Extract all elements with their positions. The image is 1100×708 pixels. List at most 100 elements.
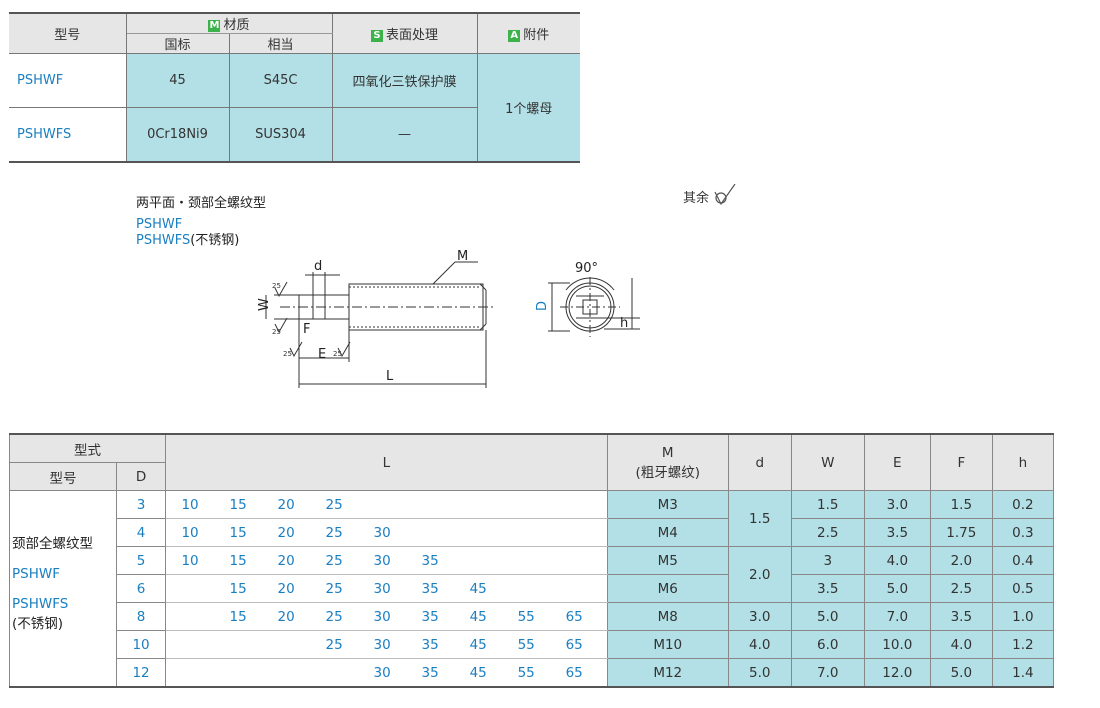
L-value [214, 630, 263, 659]
group-model-1: PSHWF [12, 565, 60, 582]
label-W: W [257, 298, 272, 311]
model-cell: PSHWFS [9, 107, 127, 162]
L-value: 15 [214, 574, 263, 603]
screw-drawing: d M F E L 90° h W D 25 25 25 25 [257, 249, 640, 388]
L-value: 10 [166, 518, 215, 547]
L-value: 15 [214, 602, 263, 631]
model-line-1: PSHWF [136, 217, 183, 232]
L-value: 35 [406, 658, 455, 688]
L-value: 35 [406, 630, 455, 659]
table-row: 10 25 30 35 45 55 65 M10 4.0 6.0 10.0 4.… [10, 630, 1055, 659]
L-value: 65 [550, 658, 599, 688]
L-value [262, 630, 311, 659]
L-value: 30 [358, 658, 407, 688]
L-value: 35 [406, 546, 455, 575]
L-value: 45 [454, 574, 503, 603]
M-cell: M10 [606, 630, 729, 659]
F-cell: 5.0 [929, 658, 993, 688]
L-value [550, 574, 599, 603]
d-header: d [727, 433, 792, 491]
material-badge: M [208, 19, 221, 32]
d-cell: 1.5 [727, 490, 792, 547]
D-cell: 6 [116, 574, 167, 603]
model-line-2: PSHWFS(不锈钢) [136, 233, 239, 248]
D-cell: 4 [116, 518, 167, 547]
M-cell: M5 [606, 546, 729, 575]
L-value [454, 518, 503, 547]
label-D: D [535, 301, 550, 311]
L-value [166, 658, 215, 688]
L-value [406, 490, 455, 519]
L-value [550, 490, 599, 519]
L-value [502, 518, 551, 547]
accessory-label: 附件 [523, 28, 550, 43]
F-cell: 2.5 [929, 574, 993, 603]
label-L: L [386, 369, 394, 384]
table-row: 12 30 35 45 55 65 M12 5.0 7.0 12.0 5.0 1… [10, 658, 1055, 688]
L-value [550, 518, 599, 547]
d-cell: 3.0 [727, 602, 792, 631]
L-value: 10 [166, 546, 215, 575]
L-value: 30 [358, 546, 407, 575]
surface-roughness-icon [714, 183, 736, 206]
h-cell: 1.2 [991, 630, 1055, 659]
surface-cell: 四氧化三铁保护膜 [331, 53, 478, 108]
D-header: D [116, 462, 167, 491]
L-value: 10 [166, 490, 215, 519]
L-value: 30 [358, 574, 407, 603]
E-cell: 10.0 [863, 630, 931, 659]
surface-cell: — [331, 107, 478, 162]
D-cell: 10 [116, 630, 167, 659]
W-cell: 1.5 [790, 490, 865, 519]
table-row: 4 10 15 20 25 30 M4 2.5 3.5 1.75 0.3 [10, 518, 1055, 547]
accessory-cell: 1个螺母 [476, 53, 580, 162]
national-cell: 45 [125, 53, 230, 108]
F-cell: 1.5 [929, 490, 993, 519]
table-row: 8 15 20 25 30 35 45 55 65 M8 3.0 5.0 7.0… [10, 602, 1055, 631]
L-value [310, 658, 359, 688]
label-M: M [457, 249, 468, 264]
L-value: 15 [214, 518, 263, 547]
L-value [502, 574, 551, 603]
group-model-2-note: (不锈钢) [12, 615, 64, 632]
L-value: 45 [454, 602, 503, 631]
W-cell: 6.0 [790, 630, 865, 659]
L-value: 55 [502, 602, 551, 631]
table-row: 6 15 20 25 30 35 45 M6 3.5 5.0 2.5 0.5 [10, 574, 1055, 603]
E-cell: 3.5 [863, 518, 931, 547]
W-cell: 7.0 [790, 658, 865, 688]
L-value: 30 [358, 630, 407, 659]
L-value: 20 [262, 546, 311, 575]
M-cell: M8 [606, 602, 729, 631]
W-cell: 3 [790, 546, 865, 575]
group-model-2: PSHWFS [12, 595, 69, 612]
M-header: M (粗牙螺纹) [606, 433, 729, 491]
W-cell: 5.0 [790, 602, 865, 631]
type-title: 两平面・颈部全螺纹型 [136, 196, 267, 211]
L-value: 65 [550, 630, 599, 659]
label-h: h [620, 316, 628, 331]
h-cell: 0.5 [991, 574, 1055, 603]
L-value [406, 518, 455, 547]
M-header-line1: M [661, 444, 674, 461]
label-E: E [318, 347, 326, 362]
national-cell: 0Cr18Ni9 [125, 107, 230, 162]
L-value: 30 [358, 518, 407, 547]
material-label: 材质 [223, 18, 250, 33]
L-value: 25 [310, 518, 359, 547]
h-cell: 0.4 [991, 546, 1055, 575]
M-header-line2: (粗牙螺纹) [635, 464, 700, 481]
d-cell: 2.0 [727, 546, 792, 603]
F-cell: 4.0 [929, 630, 993, 659]
L-value [166, 574, 215, 603]
L-value [454, 490, 503, 519]
L-value: 25 [310, 602, 359, 631]
L-value [214, 658, 263, 688]
L-value: 25 [310, 490, 359, 519]
L-value: 20 [262, 574, 311, 603]
type-name: 颈部全螺纹型 [12, 535, 93, 552]
F-cell: 3.5 [929, 602, 993, 631]
